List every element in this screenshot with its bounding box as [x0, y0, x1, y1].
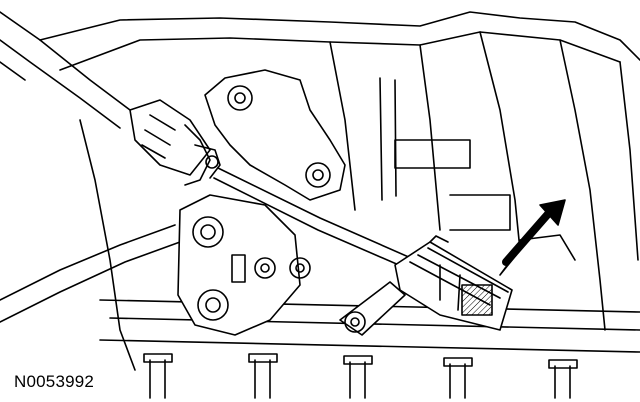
callout-arrow [499, 199, 566, 276]
transmission-housing [39, 11, 640, 371]
range-sensor-connector [394, 235, 513, 331]
cooler-line-upper [0, 11, 131, 129]
lower-bracket [177, 194, 311, 336]
figure-reference-number: N0053992 [14, 372, 95, 391]
upper-bracket [204, 69, 346, 201]
shift-cable-end [129, 99, 221, 186]
cooler-line-lower [0, 224, 181, 323]
manual-lever [339, 281, 406, 336]
shift-cable [213, 167, 421, 273]
oil-pan-bolts [143, 353, 578, 399]
